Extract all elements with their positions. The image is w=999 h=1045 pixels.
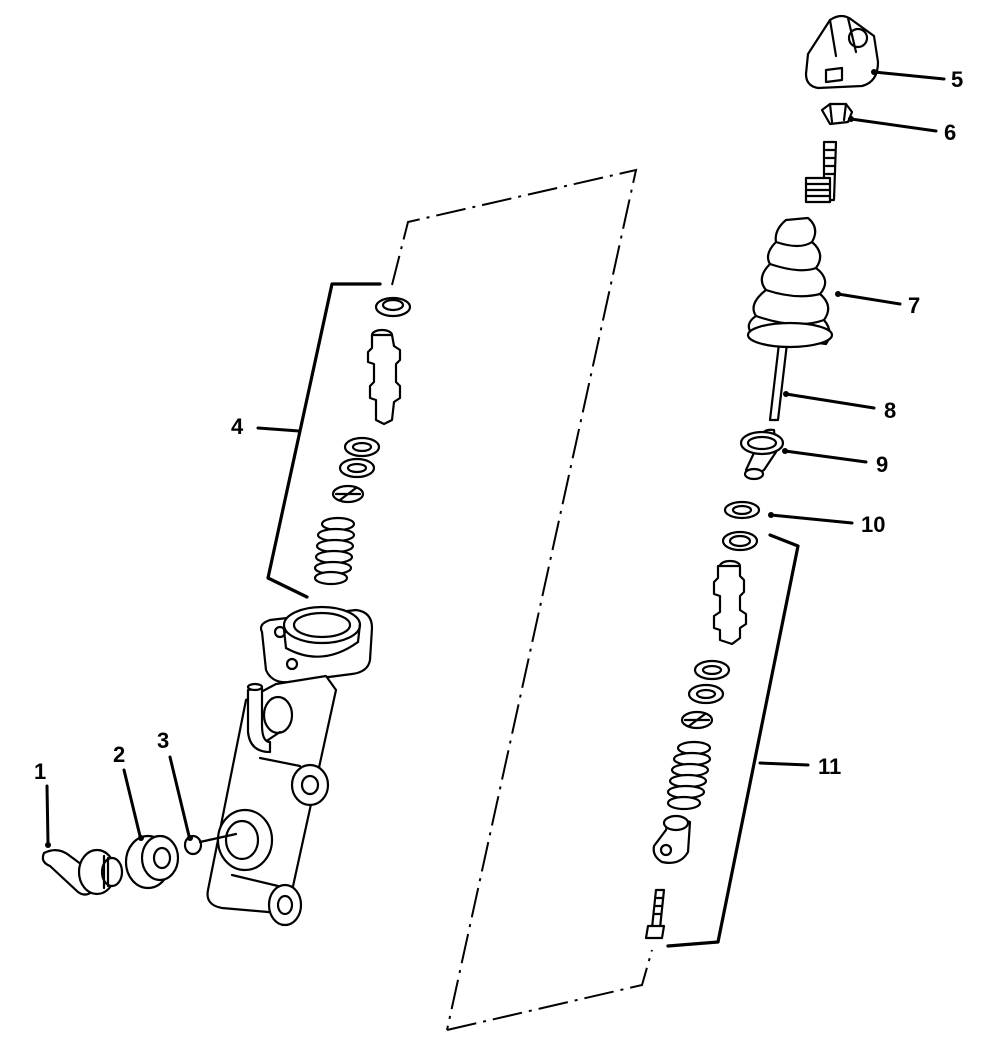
callout-1: 1 [34,759,51,848]
callout-5: 5 [871,67,963,92]
callout-9-label: 9 [876,452,888,477]
callout-3-label: 3 [157,728,169,753]
washer [723,500,761,520]
callout-7-label: 7 [908,293,920,318]
clevis [804,14,880,90]
fitting-union [41,848,124,896]
boot [746,216,834,349]
secondary-piston-kit [644,530,759,940]
callout-2: 2 [113,742,144,841]
master-cylinder-body [206,605,374,927]
callout-4-label: 4 [231,414,244,439]
callout-4: 4 [231,282,382,599]
retaining-ring [739,430,785,456]
callout-3: 3 [157,728,193,841]
callout-10-label: 10 [861,512,885,537]
callout-11: 11 [666,533,841,948]
jam-nut [820,102,854,126]
callout-9: 9 [782,448,888,477]
callout-11-label: 11 [818,754,841,779]
callout-5-label: 5 [951,67,963,92]
primary-piston-kit [313,296,412,586]
callout-8-label: 8 [884,398,896,423]
grommet-seal [124,834,180,890]
assembly-phantom-line [391,168,653,1031]
callout-1-label: 1 [34,759,46,784]
callout-10: 10 [768,512,885,537]
callout-8: 8 [783,391,896,423]
callout-7: 7 [835,291,920,318]
callout-2-label: 2 [113,742,125,767]
callout-6: 6 [848,116,956,145]
callout-6-label: 6 [944,120,956,145]
